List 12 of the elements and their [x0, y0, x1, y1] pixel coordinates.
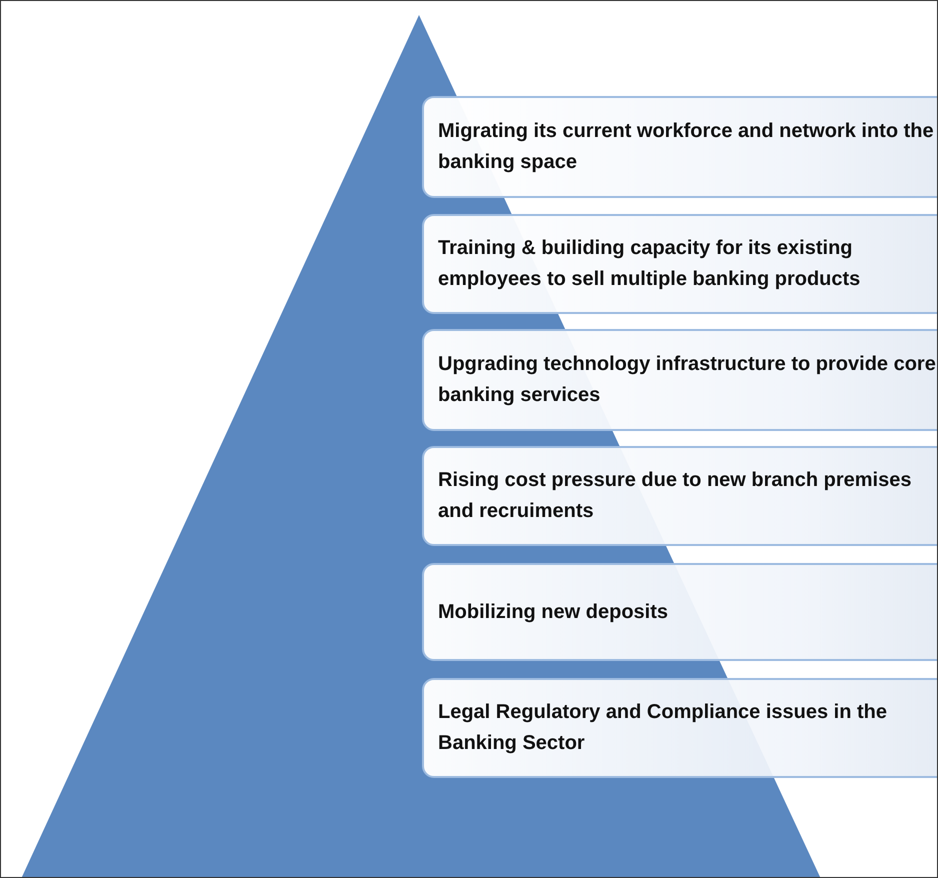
box-text: Rising cost pressure due to new branch premises and recruiments — [438, 468, 912, 524]
text-box — [422, 678, 937, 778]
text-box — [422, 446, 937, 546]
text-box — [422, 563, 937, 661]
box-text: Migrating its current workforce and network into the banking space — [438, 119, 935, 175]
text-box — [422, 96, 937, 198]
box-text: Legal Regulatory and Compliance issues in the Banking Sector — [438, 700, 888, 756]
text-box — [422, 329, 937, 431]
text-box — [422, 214, 937, 314]
box-text: Upgrading technology infrastructure to provide core banking services — [438, 352, 937, 408]
box-text: Training & builiding capacity for its existing employees to sell multiple banking products — [438, 236, 862, 292]
box-text: Mobilizing new deposits — [438, 600, 668, 624]
